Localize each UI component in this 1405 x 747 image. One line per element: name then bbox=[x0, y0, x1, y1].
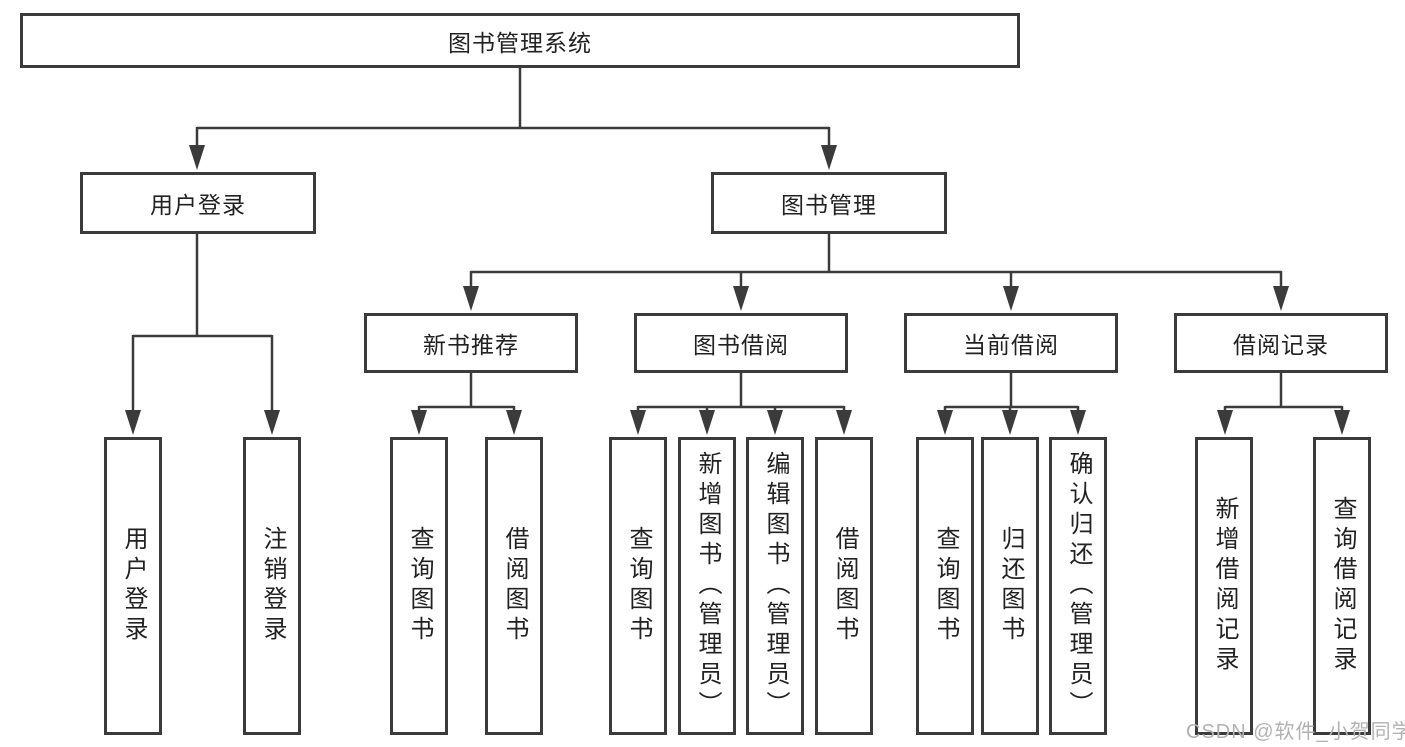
node-user-login-label: 用户登录 bbox=[150, 192, 246, 218]
leaf-add-book-admin: 新增图书（管理员） bbox=[678, 437, 736, 735]
leaf-borrow-book-recommend: 借阅图书 bbox=[485, 437, 543, 735]
node-new-book-recommend: 新书推荐 bbox=[364, 313, 578, 373]
leaf-borrow-book-recommend-label: 借阅图书 bbox=[501, 526, 528, 646]
node-current-borrow: 当前借阅 bbox=[904, 313, 1118, 373]
leaf-confirm-return-admin-label: 确认归还（管理员） bbox=[1065, 451, 1092, 721]
node-root-label: 图书管理系统 bbox=[448, 29, 592, 56]
leaf-return-book: 归还图书 bbox=[981, 437, 1039, 735]
leaf-query-borrow-record-label: 查询借阅记录 bbox=[1329, 496, 1356, 676]
node-borrow-records: 借阅记录 bbox=[1174, 313, 1388, 373]
connector-paths bbox=[131, 67, 1344, 413]
leaf-add-borrow-record: 新增借阅记录 bbox=[1195, 437, 1253, 735]
node-borrow-records-label: 借阅记录 bbox=[1233, 332, 1329, 358]
node-user-login: 用户登录 bbox=[80, 172, 316, 234]
node-book-borrow: 图书借阅 bbox=[634, 313, 848, 373]
csdn-watermark: CSDN @软件_小贺同学 bbox=[1186, 721, 1405, 743]
leaf-confirm-return-admin: 确认归还（管理员） bbox=[1049, 437, 1107, 735]
leaf-query-book-recommend-label: 查询图书 bbox=[406, 526, 433, 646]
leaf-edit-book-admin: 编辑图书（管理员） bbox=[746, 437, 804, 735]
leaf-query-book-current: 查询图书 bbox=[916, 437, 974, 735]
leaf-borrow-book-label: 借阅图书 bbox=[831, 526, 858, 646]
node-book-management: 图书管理 bbox=[711, 172, 947, 234]
leaf-query-book-recommend: 查询图书 bbox=[390, 437, 448, 735]
leaf-return-book-label: 归还图书 bbox=[997, 526, 1024, 646]
leaf-borrow-book: 借阅图书 bbox=[815, 437, 873, 735]
leaf-add-book-admin-label: 新增图书（管理员） bbox=[694, 451, 721, 721]
node-new-book-recommend-label: 新书推荐 bbox=[423, 332, 519, 358]
node-current-borrow-label: 当前借阅 bbox=[963, 332, 1059, 358]
leaf-logout-label: 注销登录 bbox=[259, 526, 286, 646]
leaf-user-login: 用户登录 bbox=[104, 437, 162, 735]
leaf-query-book-current-label: 查询图书 bbox=[932, 526, 959, 646]
leaf-query-book-borrow-label: 查询图书 bbox=[625, 526, 652, 646]
leaf-query-book-borrow: 查询图书 bbox=[609, 437, 667, 735]
node-book-management-label: 图书管理 bbox=[781, 192, 877, 218]
node-root: 图书管理系统 bbox=[20, 13, 1020, 68]
arrowheads bbox=[125, 145, 1350, 435]
leaf-logout: 注销登录 bbox=[243, 437, 301, 735]
leaf-query-borrow-record: 查询借阅记录 bbox=[1313, 437, 1371, 735]
node-book-borrow-label: 图书借阅 bbox=[693, 332, 789, 358]
leaf-edit-book-admin-label: 编辑图书（管理员） bbox=[762, 451, 789, 721]
leaf-user-login-label: 用户登录 bbox=[120, 526, 147, 646]
leaf-add-borrow-record-label: 新增借阅记录 bbox=[1211, 496, 1238, 676]
